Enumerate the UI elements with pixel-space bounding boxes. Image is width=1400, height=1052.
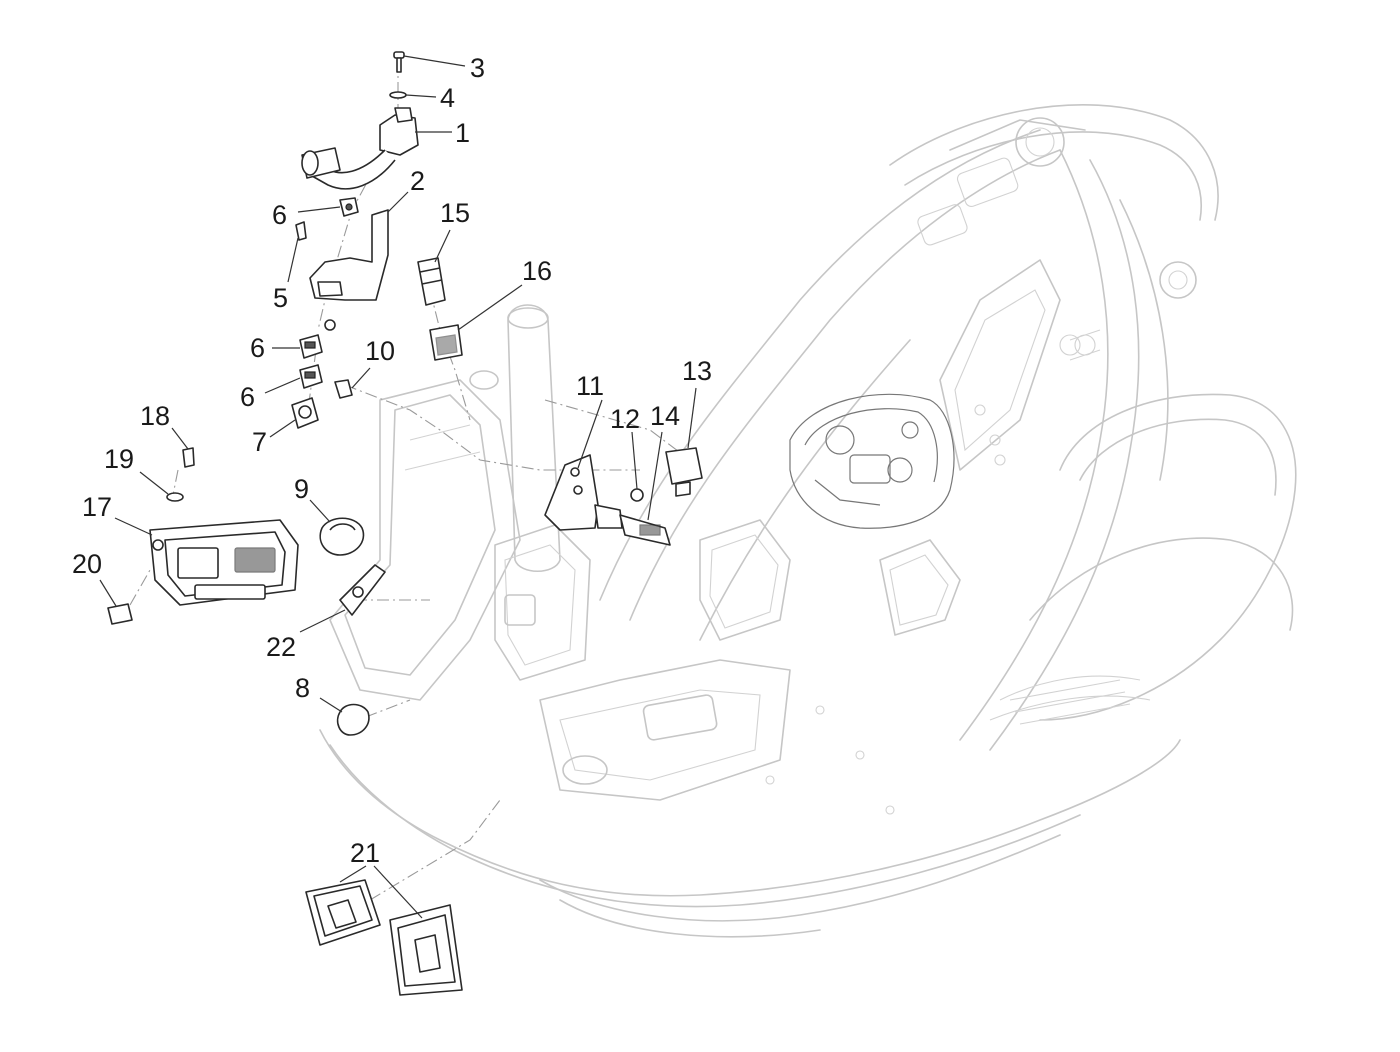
callout-7: 7	[252, 427, 267, 457]
callout-22: 22	[266, 632, 296, 662]
callout-3: 3	[470, 53, 485, 83]
part-4-washer	[389, 91, 407, 99]
callout-1: 1	[455, 118, 470, 148]
callout-9: 9	[294, 474, 309, 504]
callout-12: 12	[610, 404, 640, 434]
callout-15: 15	[440, 198, 470, 228]
part-9-clamp-ring	[319, 517, 365, 556]
part-16-rubber-cap	[429, 324, 463, 361]
engine-block	[789, 393, 955, 529]
callout-10: 10	[365, 336, 395, 366]
callout-20: 20	[72, 549, 102, 579]
part-2-bracket	[309, 209, 389, 331]
part-5-screw	[295, 221, 307, 241]
callout-16: 16	[522, 256, 552, 286]
part-7-clamp	[291, 397, 319, 429]
part-6-fastener-a	[339, 197, 359, 217]
part-11-bracket	[544, 454, 623, 531]
part-18-bolt	[182, 447, 195, 468]
part-6-fastener-b	[299, 334, 323, 359]
part-22-plate	[339, 564, 386, 616]
callout-13: 13	[682, 356, 712, 386]
part-10-nut	[334, 379, 353, 399]
part-3-screw	[393, 51, 405, 73]
callout-6-mid: 6	[250, 333, 265, 363]
callout-6-top: 6	[272, 200, 287, 230]
callout-4: 4	[440, 83, 455, 113]
callout-8: 8	[295, 673, 310, 703]
callout-18: 18	[140, 401, 170, 431]
callout-labels: 3 4 1 2 6 15 16 5 6 10 6 13 11 18 12 14 …	[72, 53, 712, 868]
part-21-pads	[305, 879, 463, 996]
callout-14: 14	[650, 401, 680, 431]
part-13-relay	[665, 447, 703, 497]
callout-11: 11	[576, 371, 604, 401]
part-15-connector	[417, 257, 446, 306]
part-17-control-unit	[149, 519, 299, 606]
part-1-switch	[301, 107, 419, 190]
callout-21: 21	[350, 838, 380, 868]
leader-lines	[99, 55, 697, 919]
scooter-frame	[319, 104, 1297, 938]
part-12-nut	[630, 488, 644, 502]
part-14-sensor	[619, 514, 671, 546]
callout-2: 2	[410, 166, 425, 196]
part-19-washer	[166, 492, 184, 502]
part-6-fastener-c	[299, 364, 323, 389]
part-20-clip	[107, 603, 133, 625]
part-8-grommet	[336, 703, 370, 736]
callout-19: 19	[104, 444, 134, 474]
callout-6-low: 6	[240, 382, 255, 412]
callout-5: 5	[273, 283, 288, 313]
callout-17: 17	[82, 492, 112, 522]
